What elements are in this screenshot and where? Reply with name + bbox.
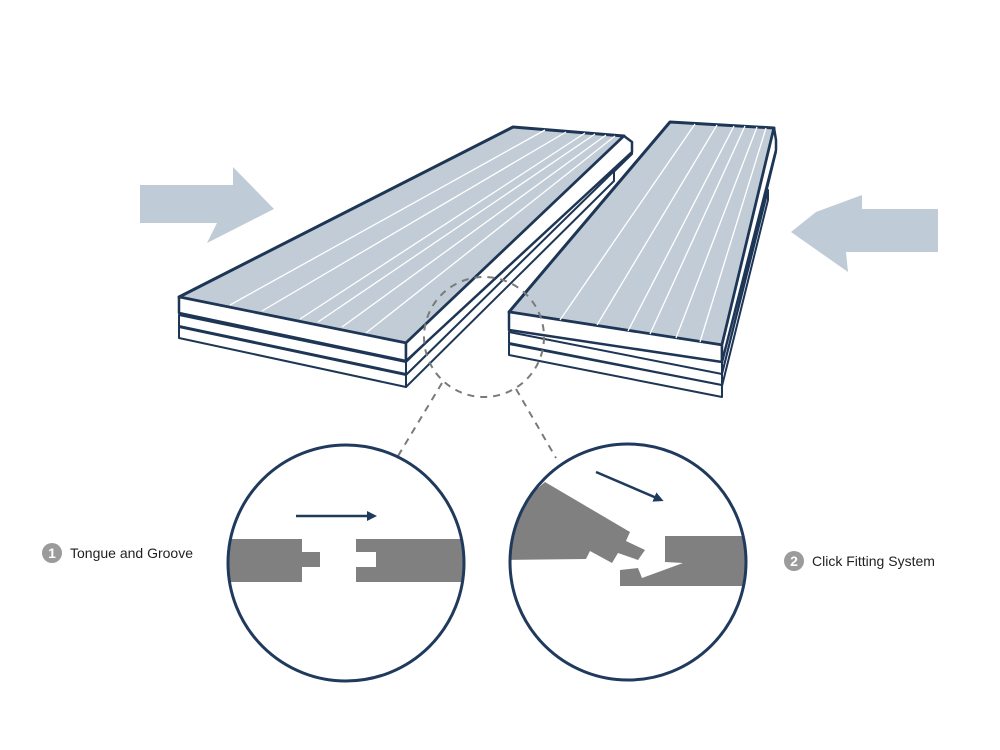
arrow-down-right-icon — [595, 470, 664, 502]
tilted-board-profile — [510, 482, 645, 563]
tongue-board-profile — [228, 539, 320, 582]
step-number-badge: 2 — [784, 551, 804, 571]
step-label-tongue-groove: 1 Tongue and Groove — [42, 543, 193, 563]
groove-board-profile — [356, 539, 464, 582]
detail-callout — [397, 276, 557, 459]
left-floor-board — [177, 125, 634, 388]
detail-circle-click-fitting — [508, 442, 748, 682]
right-floor-board — [507, 120, 778, 398]
arrow-left-icon — [791, 195, 938, 272]
locking-board-profile — [620, 536, 746, 586]
step-label-text: Click Fitting System — [812, 553, 935, 569]
step-number-badge: 1 — [42, 543, 62, 563]
detail-circle-tongue-groove — [226, 443, 466, 683]
step-label-click-fitting: 2 Click Fitting System — [784, 551, 935, 571]
step-label-text: Tongue and Groove — [70, 545, 193, 561]
arrow-right-icon — [140, 167, 274, 243]
